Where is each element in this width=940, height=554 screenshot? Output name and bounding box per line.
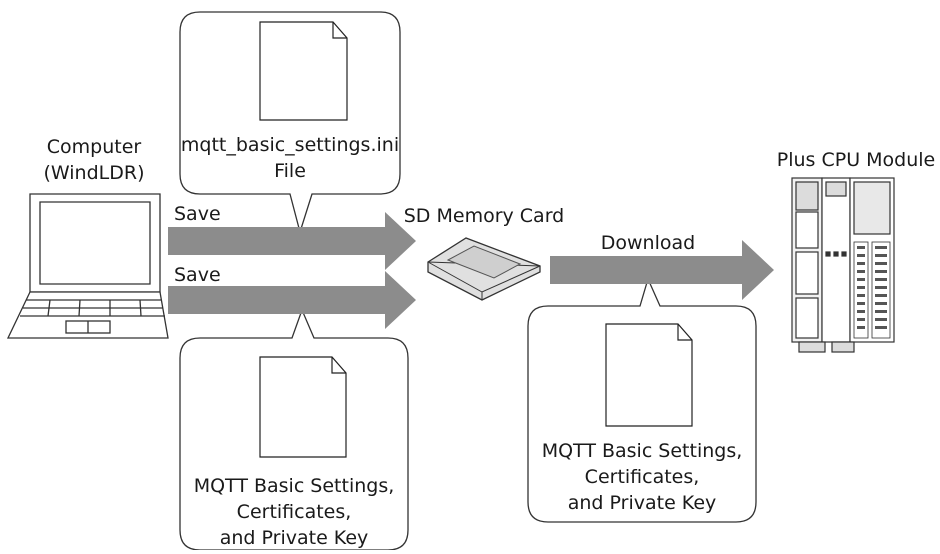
sd-card-label: SD Memory Card [403,205,565,227]
computer-label-line1: Computer [46,136,142,158]
settings-right-line3: and Private Key [567,492,717,514]
ini-file-caption: mqtt_basic_settings.ini File [180,132,400,184]
file-icon-settings-left [259,356,347,458]
file-icon-ini [259,21,348,121]
save-arrow-top [168,212,416,270]
download-arrow [550,240,774,300]
settings-caption-left: MQTT Basic Settings, Certificates, and P… [180,473,408,551]
save-label-bottom: Save [174,264,221,286]
settings-left-line3: and Private Key [219,527,369,549]
settings-caption-right: MQTT Basic Settings, Certificates, and P… [528,438,756,516]
computer-label: Computer (WindLDR) [14,134,174,186]
save-label-top: Save [174,203,221,225]
settings-right-line2: Certificates, [584,466,700,488]
sd-card-icon [427,237,541,301]
plc-module-icon [791,177,895,353]
laptop-icon [6,193,169,339]
file-icon-settings-right [605,323,693,427]
save-arrow-bottom [168,271,416,329]
computer-label-line2: (WindLDR) [43,162,145,184]
settings-right-line1: MQTT Basic Settings, [541,440,743,462]
ini-file-word: File [274,160,306,182]
download-label: Download [600,232,696,254]
settings-left-line2: Certificates, [236,501,352,523]
plc-label: Plus CPU Module [776,149,936,171]
ini-file-name: mqtt_basic_settings.ini [180,134,400,156]
settings-left-line1: MQTT Basic Settings, [193,475,395,497]
